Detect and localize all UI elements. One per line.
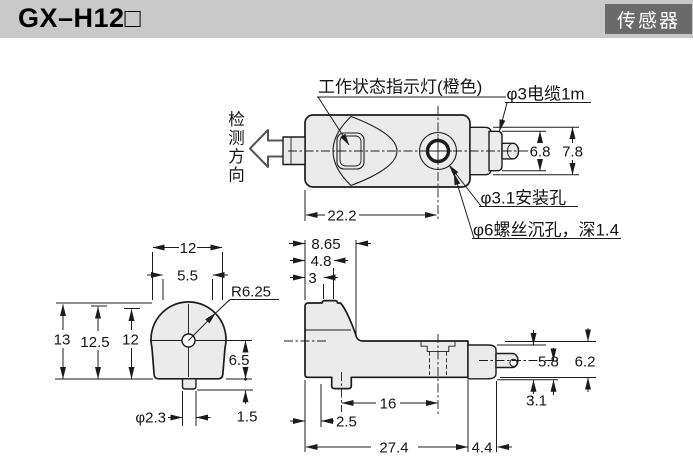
svg-text:6.2: 6.2 xyxy=(575,354,596,371)
dim-6-8: 6.8 xyxy=(502,130,551,172)
dim-4-4: 4.4 xyxy=(472,381,512,457)
dir-char-1: 检 xyxy=(228,110,245,129)
dim-6-5: 6.5 xyxy=(226,340,252,380)
svg-text:12.5: 12.5 xyxy=(80,334,109,351)
svg-text:22.2: 22.2 xyxy=(327,208,356,225)
indicator-window xyxy=(336,132,365,170)
top-view: 检 测 方 向 工作状态指示灯(橙色) xyxy=(228,78,621,240)
svg-text:1.5: 1.5 xyxy=(237,409,258,426)
dim-5-8: 5.8 xyxy=(497,330,596,394)
category-badge: 传感器 xyxy=(605,4,692,34)
svg-text:R6.25: R6.25 xyxy=(231,284,271,301)
dim-27-4: 27.4 xyxy=(304,380,469,457)
svg-text:5.5: 5.5 xyxy=(177,268,198,285)
dim-16: 16 xyxy=(341,396,438,413)
direction-arrow-icon xyxy=(249,129,285,168)
counterbore-label: φ6螺丝沉孔，深1.4 xyxy=(453,173,621,240)
svg-text:8.65: 8.65 xyxy=(311,236,340,253)
dim-3: 3 xyxy=(290,270,338,299)
cable-label: φ3电缆1m xyxy=(499,85,591,132)
model-title: GX–H12□ xyxy=(18,3,142,33)
svg-text:φ6螺丝沉孔，深1.4: φ6螺丝沉孔，深1.4 xyxy=(473,221,619,240)
svg-text:12: 12 xyxy=(180,240,197,257)
cable-boot-inner xyxy=(488,130,503,172)
svg-text:φ3电缆1m: φ3电缆1m xyxy=(507,85,585,104)
dir-char-2: 测 xyxy=(228,129,245,148)
side-view-body xyxy=(304,299,469,390)
side-cable-boot xyxy=(467,344,497,380)
svg-text:3.1: 3.1 xyxy=(526,393,547,410)
dim-4-8: 4.8 xyxy=(290,253,348,299)
svg-text:16: 16 xyxy=(380,396,397,413)
svg-text:12: 12 xyxy=(122,332,139,349)
svg-text:7.8: 7.8 xyxy=(562,144,583,161)
detection-direction-label: 检 测 方 向 xyxy=(228,110,245,185)
dim-2-5: 2.5 xyxy=(290,384,357,431)
dim-22-2: 22.2 xyxy=(304,190,437,225)
svg-text:4.8: 4.8 xyxy=(311,253,332,270)
dim-front-5-5: 5.5 xyxy=(147,268,228,300)
dim-8-65: 8.65 xyxy=(289,236,371,335)
front-view: 12 5.5 R6.25 13 12.5 xyxy=(54,240,279,427)
svg-text:2.5: 2.5 xyxy=(336,414,357,431)
dir-char-4: 向 xyxy=(228,166,245,185)
mount-hole-label: φ3.1安装孔 xyxy=(448,164,578,208)
dim-front-heights: 13 12.5 12 xyxy=(54,302,153,380)
svg-text:13: 13 xyxy=(54,332,71,349)
indicator-label: 工作状态指示灯(橙色) xyxy=(317,78,506,146)
svg-text:工作状态指示灯(橙色): 工作状态指示灯(橙色) xyxy=(318,78,482,97)
dim-1-5: 1.5 xyxy=(197,377,258,426)
svg-text:27.4: 27.4 xyxy=(379,440,408,457)
front-pin xyxy=(181,378,197,390)
dim-pin-dia: φ2.3 xyxy=(135,391,211,427)
svg-text:6.5: 6.5 xyxy=(229,352,250,369)
dim-7-8: 7.8 xyxy=(493,126,583,176)
dim-radius: R6.25 xyxy=(188,284,279,341)
svg-text:φ3.1安装孔: φ3.1安装孔 xyxy=(481,189,567,208)
dimension-drawing: 检 测 方 向 工作状态指示灯(橙色) xyxy=(54,78,621,457)
svg-text:5.8: 5.8 xyxy=(538,354,559,371)
page-header-bar: GX–H12□ 传感器 xyxy=(0,0,693,38)
dir-char-3: 方 xyxy=(228,147,245,166)
dim-3-1: 3.1 xyxy=(526,348,557,410)
svg-text:3: 3 xyxy=(308,270,316,287)
svg-text:φ2.3: φ2.3 xyxy=(135,410,166,427)
svg-text:4.4: 4.4 xyxy=(472,440,493,457)
dim-6-2: 6.2 xyxy=(575,328,596,392)
svg-text:6.8: 6.8 xyxy=(530,144,551,161)
side-view: 8.65 4.8 3 16 2.5 xyxy=(284,236,596,457)
